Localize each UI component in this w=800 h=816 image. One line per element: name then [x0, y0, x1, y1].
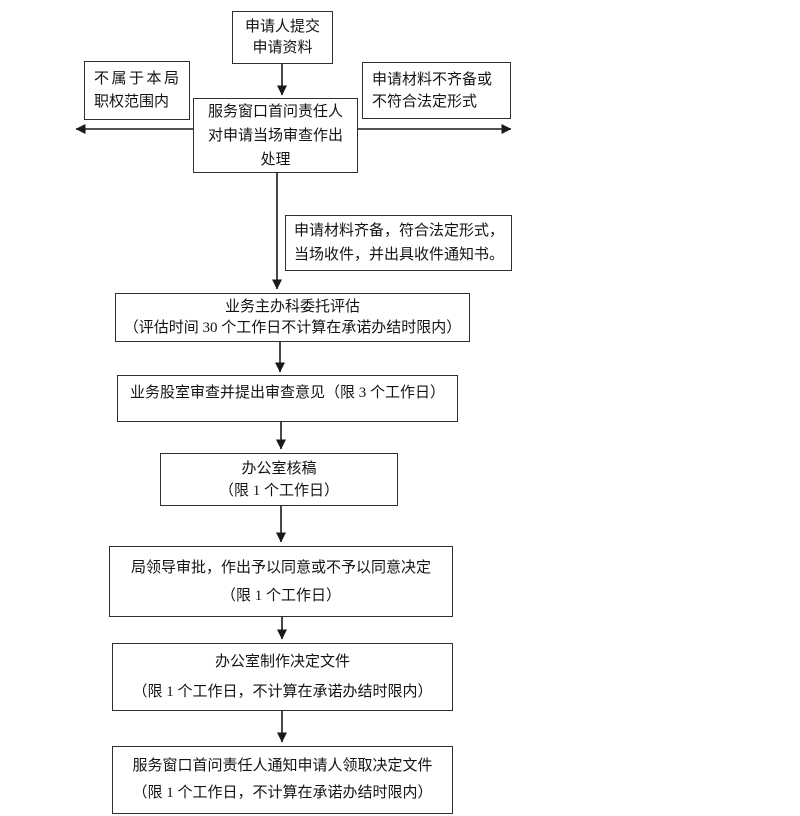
node-line: （限 1 个工作日） [218, 482, 339, 499]
node-line: 不属于本局 [94, 70, 182, 87]
node-window-first-inquiry-review: 服务窗口首问责任人 对申请当场审查作出 处理 [193, 98, 358, 173]
node-line: 局领导审批，作出予以同意或不予以同意决定 [130, 559, 431, 576]
node-line: 服务窗口首问责任人 [207, 103, 343, 120]
node-materials-incomplete: 申请材料不齐备或 不符合法定形式 [362, 62, 511, 119]
node-out-of-scope: 不属于本局 职权范围内 [84, 61, 190, 120]
node-line: 对申请当场审查作出 [207, 127, 343, 144]
node-notify-applicant: 服务窗口首问责任人通知申请人领取决定文件 （限 1 个工作日，不计算在承诺办结时… [112, 746, 453, 814]
node-office-draft-check: 办公室核稿 （限 1 个工作日） [160, 453, 398, 506]
note-line: 当场收件，并出具收件通知书。 [294, 247, 505, 263]
node-line: （限 1 个工作日，不计算在承诺办结时限内） [132, 684, 433, 700]
node-line: 职权范围内 [94, 93, 170, 110]
node-line: 处理 [260, 151, 291, 168]
node-make-decision-document: 办公室制作决定文件 （限 1 个工作日，不计算在承诺办结时限内） [112, 643, 453, 711]
node-line: 业务主办科委托评估 [224, 298, 360, 315]
node-line: 服务窗口首问责任人通知申请人领取决定文件 [132, 758, 433, 774]
node-section-review: 业务股室审查并提出审查意见（限 3 个工作日） [117, 375, 458, 422]
note-materials-complete: 申请材料齐备，符合法定形式， 当场收件，并出具收件通知书。 [285, 215, 512, 271]
node-line: 申请人提交 [244, 18, 320, 35]
node-line: 办公室制作决定文件 [214, 654, 350, 670]
node-line: 办公室核稿 [241, 460, 317, 477]
node-line: 申请材料不齐备或 [372, 71, 493, 88]
note-line: 申请材料齐备，符合法定形式， [294, 223, 505, 239]
node-line: （限 1 个工作日） [220, 587, 341, 604]
node-applicant-submit: 申请人提交 申请资料 [232, 11, 333, 64]
node-leader-approval: 局领导审批，作出予以同意或不予以同意决定 （限 1 个工作日） [109, 546, 453, 617]
node-entrusted-evaluation: 业务主办科委托评估 （评估时间 30 个工作日不计算在承诺办结时限内） [115, 293, 470, 342]
node-line: 不符合法定形式 [372, 93, 478, 110]
node-line: （限 1 个工作日，不计算在承诺办结时限内） [132, 785, 433, 801]
node-line: 业务股室审查并提出审查意见（限 3 个工作日） [129, 385, 445, 401]
node-line: 申请资料 [252, 39, 313, 56]
node-line: （评估时间 30 个工作日不计算在承诺办结时限内） [123, 319, 462, 336]
